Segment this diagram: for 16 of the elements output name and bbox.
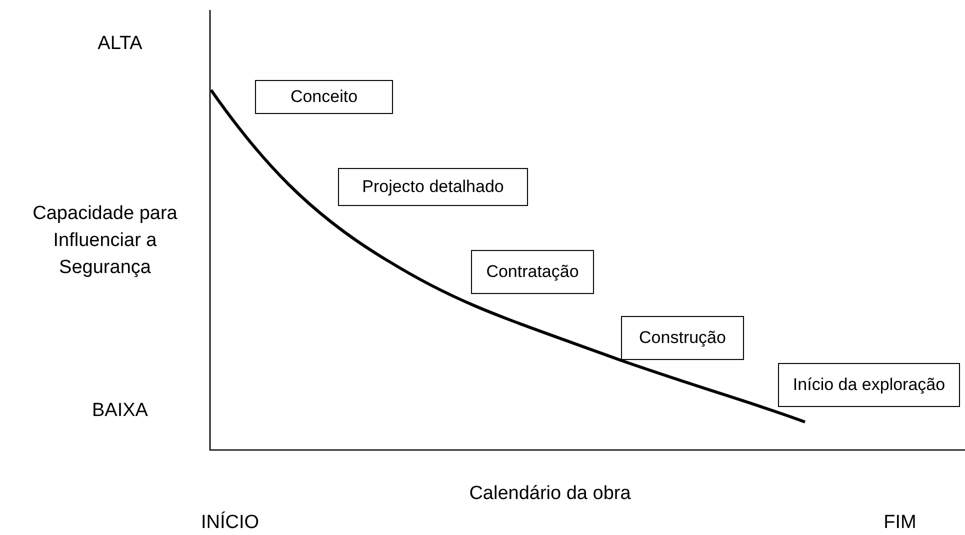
phase-label: Construção <box>639 328 726 348</box>
phase-label: Início da exploração <box>792 375 946 395</box>
phase-box <box>621 316 744 360</box>
axis-end-label: FIM <box>882 511 918 535</box>
phase-label: Contratação <box>486 262 579 282</box>
axis-end-label: INÍCIO <box>200 510 260 535</box>
axis-title: Calendário da obra <box>468 482 632 506</box>
axis-title: Capacidade para Influenciar a Segurança <box>32 202 178 280</box>
phase-box <box>778 363 960 407</box>
phase-label: Conceito <box>290 87 358 107</box>
axis-level-label: ALTA <box>96 32 144 56</box>
phase-box <box>338 168 528 206</box>
axis-level-label: BAIXA <box>91 399 149 423</box>
phase-box <box>255 80 393 114</box>
phase-box <box>471 250 594 294</box>
phase-label: Projecto detalhado <box>362 177 504 197</box>
